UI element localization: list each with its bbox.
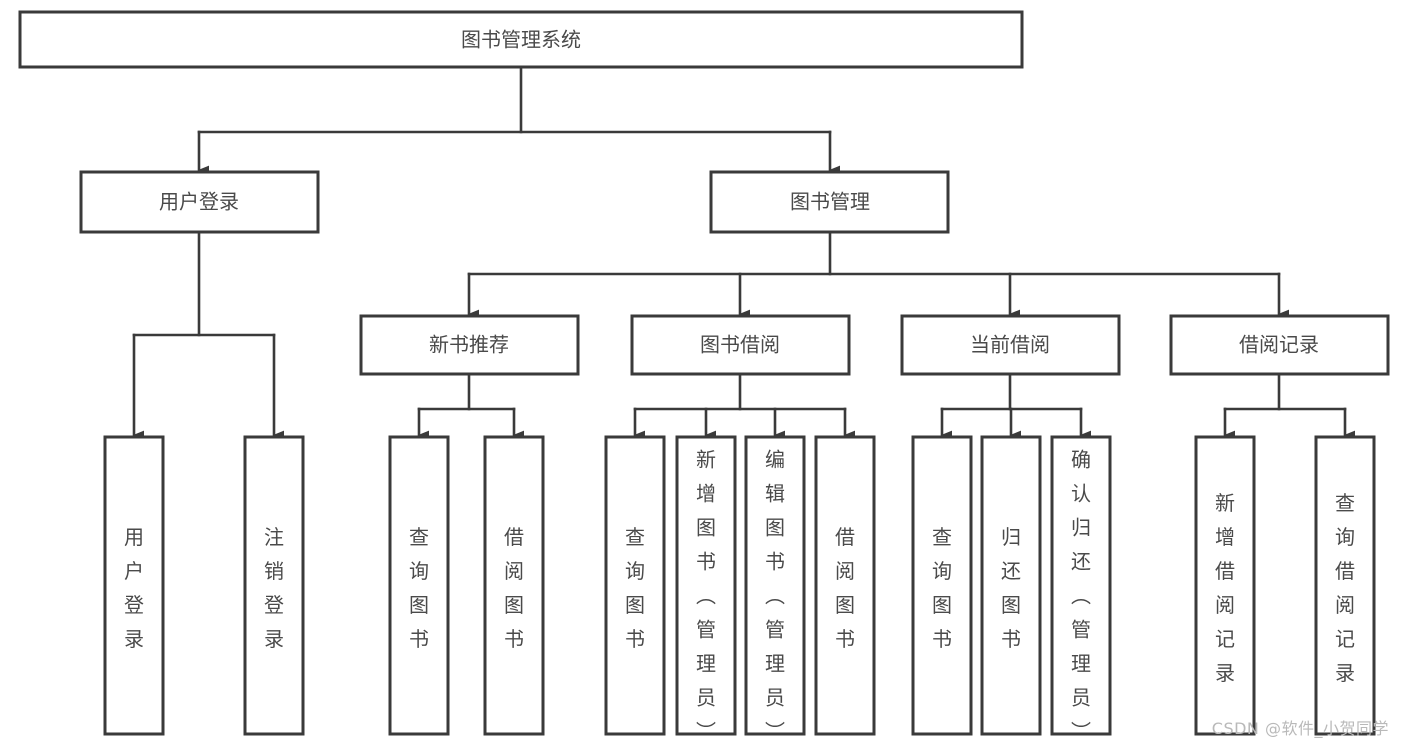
node-leaf-bb-query-book-box[interactable] xyxy=(604,435,666,736)
connector-group-root xyxy=(197,66,841,175)
node-leaf-cb-query-book-box[interactable] xyxy=(911,435,973,736)
node-leaf-cb-confirm-return-label: 确认归还︵管理员︶ xyxy=(1071,448,1091,744)
node-borrow-record-box[interactable] xyxy=(1169,314,1390,376)
watermark: CSDN @软件_小贺同学 xyxy=(1211,719,1389,738)
node-leaf-cb-confirm-return-box[interactable] xyxy=(1050,435,1112,736)
node-leaf-bb-add-book[interactable]: 新增图书︵管理员︶ xyxy=(675,435,737,744)
node-leaf-nb-borrow-book-label: 借阅图书 xyxy=(504,525,524,651)
node-leaf-br-add-record-box[interactable] xyxy=(1194,435,1256,736)
node-user-login-box[interactable] xyxy=(79,170,320,234)
connector-group-record xyxy=(1223,373,1356,440)
node-leaf-user-login[interactable]: 用户登录 xyxy=(103,435,165,736)
node-user-login-label: 用户登录 xyxy=(159,190,239,214)
node-leaf-nb-query-book[interactable]: 查询图书 xyxy=(388,435,450,736)
node-leaf-bb-query-book[interactable]: 查询图书 xyxy=(604,435,666,736)
node-current-borrow-box[interactable] xyxy=(900,314,1121,376)
node-leaf-cb-confirm-return[interactable]: 确认归还︵管理员︶ xyxy=(1050,435,1112,744)
connector-group-new-book xyxy=(417,373,525,440)
node-leaf-bb-borrow-book-label: 借阅图书 xyxy=(835,525,855,651)
node-user-login[interactable]: 用户登录 xyxy=(79,170,320,234)
node-leaf-cb-query-book[interactable]: 查询图书 xyxy=(911,435,973,736)
node-book-management-label: 图书管理 xyxy=(790,190,870,214)
node-leaf-user-login-box[interactable] xyxy=(103,435,165,736)
node-leaf-bb-edit-book-label: 编辑图书︵管理员︶ xyxy=(765,448,785,744)
node-leaf-bb-add-book-box[interactable] xyxy=(675,435,737,736)
node-new-book-recommend[interactable]: 新书推荐 xyxy=(359,314,580,376)
node-borrow-record[interactable]: 借阅记录 xyxy=(1169,314,1390,376)
node-leaf-logout[interactable]: 注销登录 xyxy=(243,435,305,736)
node-leaf-bb-borrow-book[interactable]: 借阅图书 xyxy=(814,435,876,736)
node-leaf-nb-query-book-box[interactable] xyxy=(388,435,450,736)
node-leaf-br-add-record[interactable]: 新增借阅记录 xyxy=(1194,435,1256,736)
node-leaf-bb-edit-book-box[interactable] xyxy=(744,435,806,736)
node-leaf-br-query-record[interactable]: 查询借阅记录 xyxy=(1314,435,1376,736)
node-leaf-cb-return-book[interactable]: 归还图书 xyxy=(980,435,1042,736)
connector-group-current xyxy=(940,373,1092,440)
node-leaf-bb-edit-book[interactable]: 编辑图书︵管理员︶ xyxy=(744,435,806,744)
node-leaf-cb-query-book-label: 查询图书 xyxy=(932,525,952,651)
node-book-borrow-label: 图书借阅 xyxy=(700,333,780,357)
node-leaf-nb-query-book-label: 查询图书 xyxy=(409,525,429,651)
node-root-label: 图书管理系统 xyxy=(461,28,581,52)
node-root-box[interactable] xyxy=(18,10,1024,69)
node-book-borrow-box[interactable] xyxy=(630,314,851,376)
node-leaf-user-login-label: 用户登录 xyxy=(124,525,144,651)
node-leaf-bb-borrow-book-box[interactable] xyxy=(814,435,876,736)
node-leaf-br-add-record-label: 新增借阅记录 xyxy=(1215,491,1235,685)
node-leaf-bb-query-book-label: 查询图书 xyxy=(625,525,645,651)
node-leaf-cb-return-book-box[interactable] xyxy=(980,435,1042,736)
node-leaf-br-query-record-box[interactable] xyxy=(1314,435,1376,736)
node-book-management[interactable]: 图书管理 xyxy=(709,170,950,234)
node-leaf-bb-add-book-label: 新增图书︵管理员︶ xyxy=(696,448,716,744)
node-root[interactable]: 图书管理系统 xyxy=(18,10,1024,69)
node-leaf-nb-borrow-book[interactable]: 借阅图书 xyxy=(483,435,545,736)
node-borrow-record-label: 借阅记录 xyxy=(1239,333,1319,357)
node-leaf-logout-box[interactable] xyxy=(243,435,305,736)
node-new-book-recommend-box[interactable] xyxy=(359,314,580,376)
node-leaf-cb-return-book-label: 归还图书 xyxy=(1001,525,1021,651)
connector-group-borrow xyxy=(633,373,856,440)
node-new-book-recommend-label: 新书推荐 xyxy=(429,333,509,357)
node-book-management-box[interactable] xyxy=(709,170,950,234)
node-leaf-br-query-record-label: 查询借阅记录 xyxy=(1335,491,1355,685)
node-leaf-logout-label: 注销登录 xyxy=(264,525,284,651)
connector-group-book-mgmt xyxy=(467,230,1290,319)
connector-group-user-login xyxy=(132,230,285,440)
node-current-borrow[interactable]: 当前借阅 xyxy=(900,314,1121,376)
node-leaf-nb-borrow-book-box[interactable] xyxy=(483,435,545,736)
node-current-borrow-label: 当前借阅 xyxy=(970,333,1050,357)
node-book-borrow[interactable]: 图书借阅 xyxy=(630,314,851,376)
